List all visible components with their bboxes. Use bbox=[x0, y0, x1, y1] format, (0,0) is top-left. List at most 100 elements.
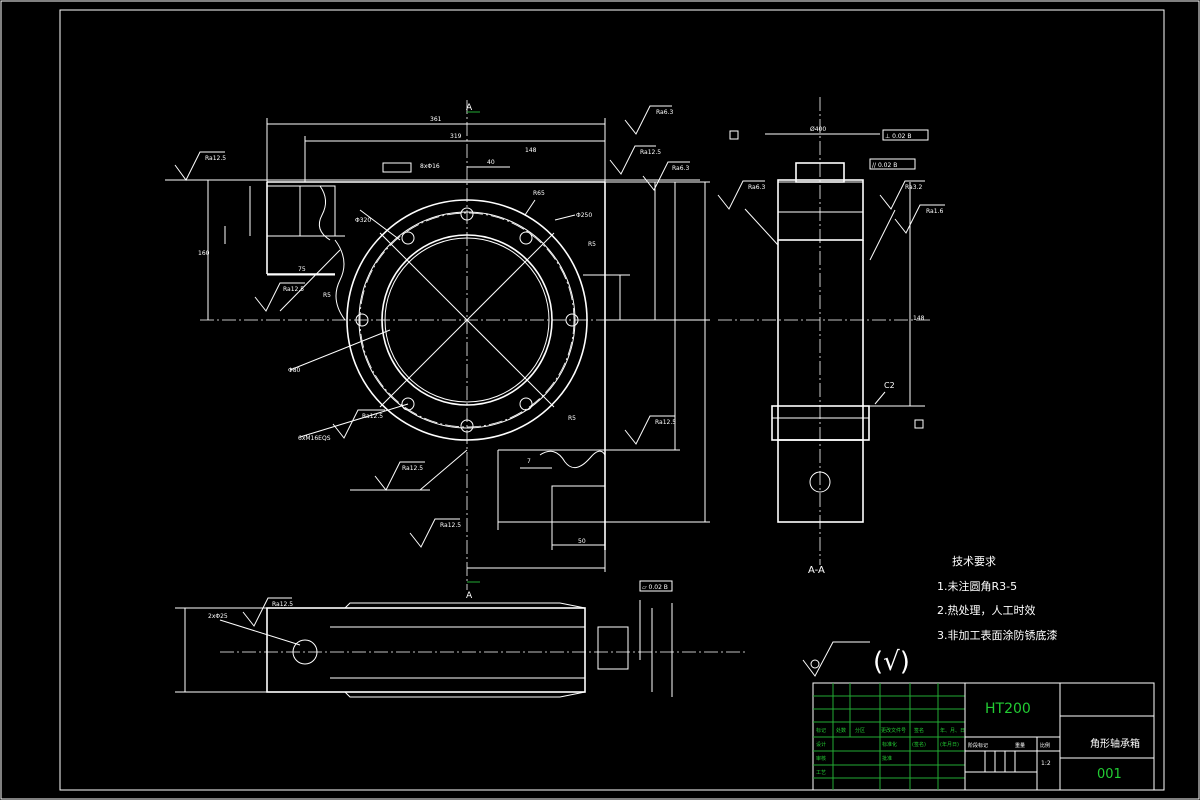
svg-text:⊥ 0.02 B: ⊥ 0.02 B bbox=[885, 133, 912, 140]
label-phi320: Φ320 bbox=[355, 217, 371, 224]
svg-text:处数: 处数 bbox=[836, 727, 846, 734]
tech-item-3: 3.非加工表面涂防锈底漆 bbox=[937, 628, 1058, 642]
position-tolerance-box bbox=[382, 162, 412, 173]
dim-40: 40 bbox=[487, 159, 495, 166]
side-dim-400: Ø400 bbox=[810, 126, 826, 133]
svg-text:Ra12.5: Ra12.5 bbox=[272, 601, 293, 608]
svg-text:年、月、日: 年、月、日 bbox=[940, 727, 965, 734]
technical-requirements: 技术要求 1.未注圆角R3-5 2.热处理，人工时效 3.非加工表面涂防锈底漆 bbox=[937, 555, 1058, 642]
svg-text:分区: 分区 bbox=[855, 727, 865, 734]
svg-text:批准: 批准 bbox=[882, 755, 892, 762]
top-roughness: Ra12.5 bbox=[242, 597, 293, 627]
roughness-symbol-2: Ra6.3 bbox=[624, 105, 673, 135]
svg-text:Ra12.5: Ra12.5 bbox=[440, 522, 461, 529]
svg-text:比例: 比例 bbox=[1040, 742, 1050, 749]
svg-text:(年月日): (年月日) bbox=[940, 741, 959, 748]
svg-text:更改文件号: 更改文件号 bbox=[881, 727, 906, 734]
svg-text:Ra3.2: Ra3.2 bbox=[905, 184, 922, 191]
label-r65: R65 bbox=[533, 190, 545, 197]
dim-left-height: 160 bbox=[198, 250, 210, 257]
part-name: 角形轴承箱 bbox=[1090, 737, 1140, 750]
svg-text:Ra6.3: Ra6.3 bbox=[672, 165, 689, 172]
bore-chamfer-circle bbox=[384, 237, 550, 403]
side-dim-height: 148 bbox=[913, 315, 925, 322]
dim-319: 319 bbox=[450, 133, 462, 140]
bore-circle bbox=[381, 234, 553, 406]
svg-text:Ra6.3: Ra6.3 bbox=[656, 109, 673, 116]
svg-text:工艺: 工艺 bbox=[816, 770, 826, 776]
dim-50: 50 bbox=[578, 538, 586, 545]
roughness-symbol-5: Ra12.5 bbox=[254, 249, 341, 312]
svg-text:阶段标记: 阶段标记 bbox=[968, 742, 988, 749]
section-marker-bottom: A bbox=[466, 591, 473, 601]
side-hatched-bottom bbox=[771, 405, 870, 419]
roughness-symbol-8: Ra12.5 bbox=[350, 449, 468, 491]
chamfer-c2: C2 bbox=[884, 381, 895, 390]
tech-item-1: 1.未注圆角R3-5 bbox=[937, 579, 1017, 593]
svg-text:标准化: 标准化 bbox=[882, 741, 897, 748]
side-roughness-1: Ra6.3 bbox=[717, 180, 779, 246]
side-roughness-3: Ra1.6 bbox=[869, 204, 945, 261]
hatched-section-bottomright bbox=[551, 485, 606, 523]
label-2xphi25: 2xΦ25 bbox=[208, 613, 228, 620]
inner-border bbox=[59, 9, 1165, 791]
roughness-symbol-7: Ra12.5 bbox=[624, 415, 676, 445]
svg-text:Ra12.5: Ra12.5 bbox=[402, 465, 423, 472]
label-r5-c: R5 bbox=[568, 415, 576, 422]
svg-text:// 0.02 B: // 0.02 B bbox=[872, 162, 897, 169]
roughness-symbol-3: Ra12.5 bbox=[609, 145, 661, 175]
flange-inner-ring bbox=[358, 211, 576, 429]
tol-box-1 bbox=[882, 129, 929, 141]
svg-text:Ra12.5: Ra12.5 bbox=[655, 419, 676, 426]
bolt-circle bbox=[359, 212, 575, 428]
bolt-holes bbox=[355, 207, 579, 433]
section-marker-top: A bbox=[466, 103, 473, 113]
label-6xm16: 6xM16EQS bbox=[298, 435, 331, 442]
svg-text:Ra12.5: Ra12.5 bbox=[640, 149, 661, 156]
side-roughness-2: Ra3.2 bbox=[879, 180, 925, 210]
svg-text:Ra12.5: Ra12.5 bbox=[205, 155, 226, 162]
title-block: HT200 角形轴承箱 001 1:2 标记 处数 分区 更改文件号 签名 年、… bbox=[812, 682, 1155, 791]
tech-title: 技术要求 bbox=[952, 555, 996, 568]
dim-75: 75 bbox=[298, 266, 306, 273]
tech-item-2: 2.热处理，人工时效 bbox=[937, 603, 1036, 617]
section-view-label: A-A bbox=[808, 565, 825, 576]
flange-outer-circle bbox=[346, 199, 588, 441]
label-r5-a: R5 bbox=[588, 241, 596, 248]
svg-text:Ra12.5: Ra12.5 bbox=[283, 286, 304, 293]
tol-box-top bbox=[639, 580, 673, 592]
side-hatched-top bbox=[777, 181, 864, 213]
label-phi80: Φ80 bbox=[288, 367, 301, 374]
svg-text:Ra6.3: Ra6.3 bbox=[748, 184, 765, 191]
hole-callout: 8xΦ16 bbox=[420, 163, 440, 170]
svg-text:Ra1.6: Ra1.6 bbox=[926, 208, 943, 215]
side-view: Ø400 148 C2 ⊥ 0.02 B // 0.02 B Ra6.3 Ra3… bbox=[717, 97, 945, 576]
general-roughness: (√) bbox=[802, 641, 910, 677]
svg-text:▱ 0.02 B: ▱ 0.02 B bbox=[642, 584, 668, 591]
material: HT200 bbox=[985, 701, 1031, 717]
label-r5-b: R5 bbox=[323, 292, 331, 299]
svg-text:标记: 标记 bbox=[816, 727, 826, 734]
svg-text:审核: 审核 bbox=[816, 755, 826, 762]
top-view: ▱ 0.02 B 2xΦ25 Ra12.5 bbox=[175, 580, 748, 698]
svg-text:设计: 设计 bbox=[816, 741, 826, 748]
scale: 1:2 bbox=[1041, 760, 1051, 767]
roughness-symbol-1: Ra12.5 bbox=[174, 151, 226, 181]
label-phi250: Φ250 bbox=[576, 212, 592, 219]
roughness-symbol-6: Ra12.5 bbox=[332, 409, 385, 439]
roughness-symbol-4: Ra6.3 bbox=[642, 161, 690, 191]
svg-text:(√): (√) bbox=[873, 647, 910, 677]
roughness-symbol-9: Ra12.5 bbox=[409, 518, 461, 548]
svg-text:Ra12.5: Ra12.5 bbox=[362, 413, 383, 420]
svg-text:重量: 重量 bbox=[1015, 742, 1025, 749]
dim-361: 361 bbox=[430, 116, 442, 123]
svg-text:(签名): (签名) bbox=[912, 741, 926, 748]
drawing-number: 001 bbox=[1097, 767, 1122, 782]
tol-box-2 bbox=[869, 158, 916, 170]
hatched-section-topleft bbox=[266, 185, 301, 237]
front-view: 361 319 148 40 160 75 50 7 Φ8 bbox=[165, 100, 710, 601]
dim-7: 7 bbox=[527, 458, 531, 465]
dim-148: 148 bbox=[525, 147, 537, 154]
